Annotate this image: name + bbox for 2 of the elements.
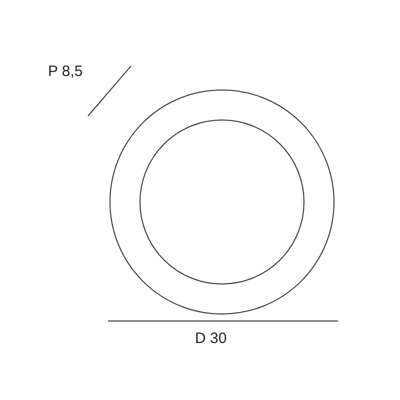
dimension-label: D 30 [195, 331, 227, 346]
dimension-label: P 8,5 [48, 64, 83, 79]
